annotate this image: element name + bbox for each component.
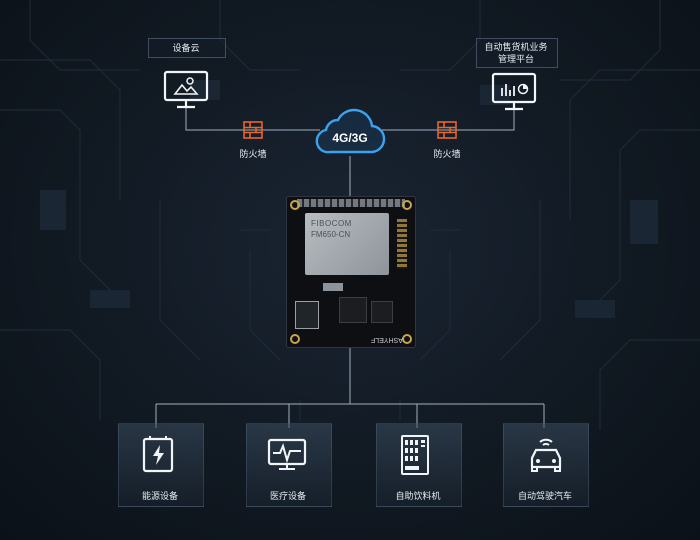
mounting-hole-bl <box>290 334 300 344</box>
vending-label: 自助饮料机 <box>395 491 441 501</box>
firewall-icon <box>243 121 263 139</box>
firewall-icon <box>437 121 457 139</box>
mounting-hole-tl <box>290 200 300 210</box>
board-brand: ASHYELF <box>371 336 403 343</box>
energy-device-icon[interactable] <box>140 436 176 474</box>
sim-slot <box>295 301 319 329</box>
small-chip <box>371 301 393 323</box>
vending-platform-label-box <box>476 38 558 68</box>
device-cloud-label: 设备云 <box>172 43 200 53</box>
module-model: FM650-CN <box>311 230 351 239</box>
energy-label: 能源设备 <box>141 491 178 501</box>
cloud-icon[interactable] <box>312 108 388 158</box>
module-brand: FIBOCOM <box>311 219 352 228</box>
side-connector <box>397 219 407 269</box>
firewall-right-label: 防火墙 <box>433 149 461 159</box>
network-label: 4G/3G <box>332 131 368 145</box>
line-left-monitor <box>185 106 320 131</box>
medical-monitor-icon[interactable] <box>267 438 307 472</box>
medical-label: 医疗设备 <box>269 491 306 501</box>
vending-platform-label: 自动售货机业务 管理平台 <box>484 42 548 64</box>
vending-machine-icon[interactable] <box>400 434 430 476</box>
connected-car-icon[interactable] <box>524 434 568 474</box>
monitor-image-icon[interactable] <box>163 70 209 110</box>
mounting-hole-br <box>402 334 412 344</box>
board[interactable]: FIBOCOM FM650-CN ASHYELF <box>286 196 416 348</box>
lte-module: FIBOCOM FM650-CN <box>305 213 389 275</box>
line-right-monitor <box>382 106 515 131</box>
main-chip <box>339 297 367 323</box>
usb-port <box>323 283 343 291</box>
device-cloud-label-box <box>148 38 226 58</box>
board-top-connectors <box>297 199 405 207</box>
energy-panel[interactable] <box>118 423 204 507</box>
mounting-hole-tr <box>402 200 412 210</box>
car-label: 自动驾驶汽车 <box>517 491 572 501</box>
car-panel[interactable] <box>503 423 589 507</box>
firewall-left-label: 防火墙 <box>239 149 267 159</box>
monitor-chart-icon[interactable] <box>491 72 537 112</box>
